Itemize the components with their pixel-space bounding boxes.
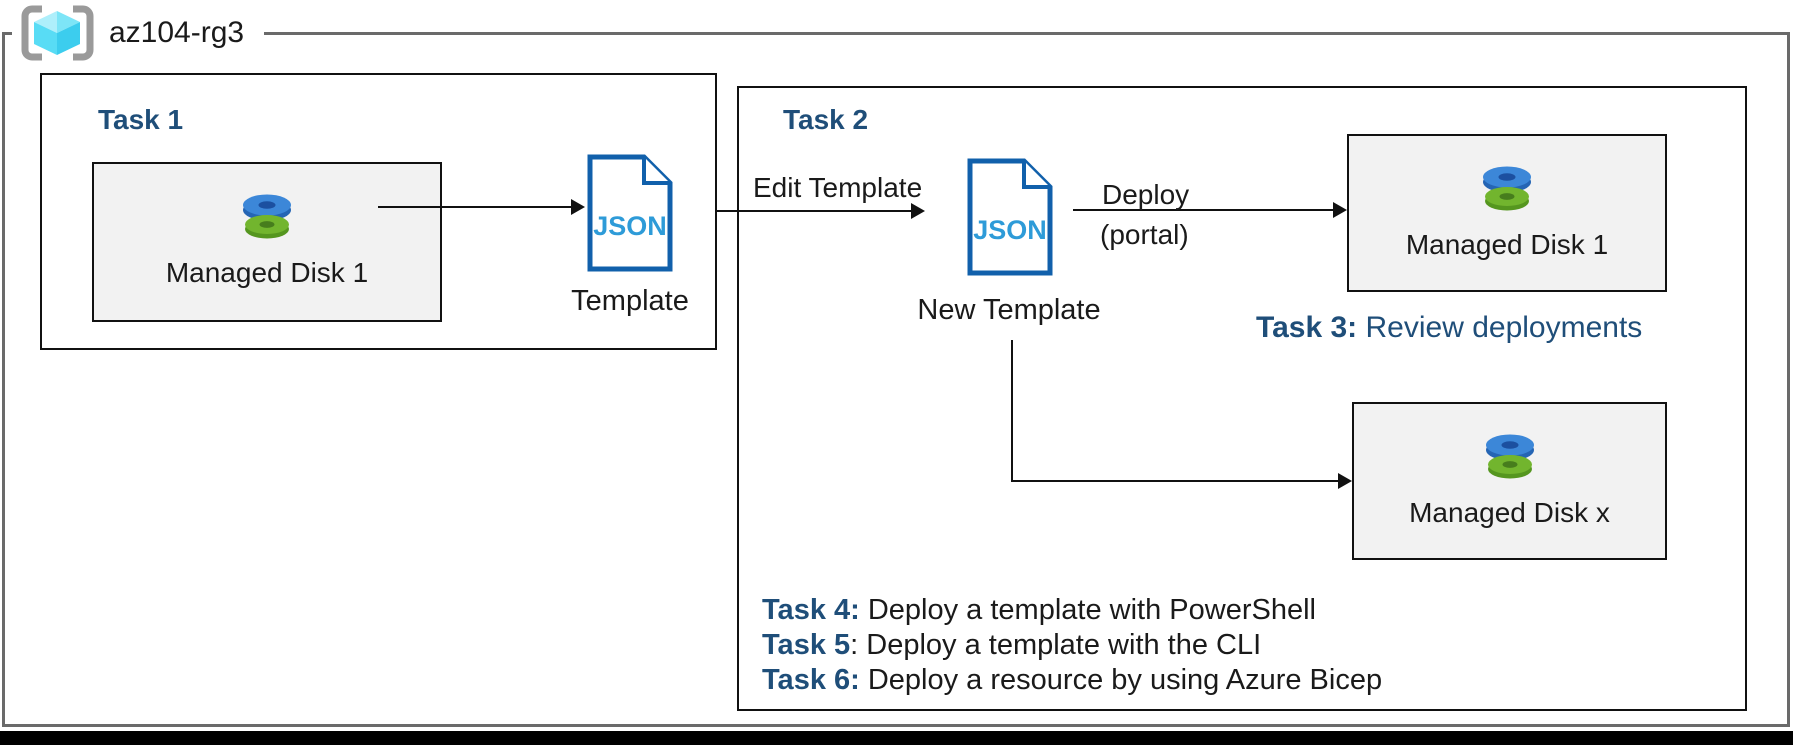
task3-rest: Review deployments: [1357, 311, 1643, 344]
managed-disk-x-label: Managed Disk x: [1409, 497, 1610, 528]
task4-bold: Task 4:: [762, 594, 860, 626]
arrowhead-disk-to-template: [571, 199, 585, 215]
managed-disk-1-box-task2: Managed Disk 1: [1347, 134, 1667, 292]
resource-group-border: [2, 32, 1790, 727]
template-caption: Template: [571, 285, 689, 317]
task5-rest: : Deploy a template with the CLI: [850, 629, 1262, 661]
task2-heading: Task 2: [783, 104, 869, 135]
task6-line: Task 6: Deploy a resource by using Azure…: [762, 663, 1382, 698]
resource-group-label: az104-rg3: [12, 2, 265, 64]
task5-bold: Task 5: [762, 629, 851, 661]
arrowhead-deploy-portal: [1333, 202, 1347, 218]
managed-disk-x-box: Managed Disk x: [1352, 402, 1667, 560]
task1-heading: Task 1: [98, 104, 184, 135]
task4-rest: Deploy a template with PowerShell: [859, 594, 1316, 626]
managed-disk-icon: [243, 194, 291, 239]
task3-caption: Task 3: Review deployments: [1256, 311, 1642, 345]
arrow-disk-to-template: [378, 206, 574, 208]
json-icon-text: JSON: [973, 215, 1047, 245]
managed-disk-1-label: Managed Disk 1: [165, 257, 369, 288]
json-file-icon: JSON: [587, 154, 673, 272]
arrow-deploy-portal: [1073, 209, 1335, 211]
resource-group-name: az104-rg3: [109, 16, 245, 49]
arrowhead-edit-template: [911, 203, 925, 219]
managed-disk-icon: [1483, 166, 1531, 211]
deploy-portal-label: (portal): [1100, 219, 1189, 250]
json-icon-text: JSON: [593, 211, 667, 241]
arrowhead-to-disk-x: [1338, 473, 1352, 489]
task5-line: Task 5: Deploy a template with the CLI: [762, 628, 1382, 663]
connector-vertical: [1011, 340, 1013, 482]
tasks-list: Task 4: Deploy a template with PowerShel…: [762, 593, 1382, 698]
managed-disk-1-right-label: Managed Disk 1: [1405, 229, 1609, 260]
arrow-edit-template: [717, 210, 913, 212]
connector-horizontal: [1011, 480, 1338, 482]
bottom-black-bar: [0, 731, 1793, 745]
resource-group-icon: [21, 5, 94, 61]
managed-disk-icon: [1485, 434, 1534, 479]
deploy-label: Deploy: [1102, 179, 1190, 210]
task6-bold: Task 6:: [762, 664, 860, 696]
new-template-caption: New Template: [917, 294, 1101, 326]
task4-line: Task 4: Deploy a template with PowerShel…: [762, 593, 1382, 628]
json-file-icon: JSON: [967, 158, 1053, 276]
task6-rest: Deploy a resource by using Azure Bicep: [859, 664, 1383, 696]
task3-bold: Task 3:: [1256, 311, 1358, 344]
managed-disk-1-box-task1: Managed Disk 1: [92, 162, 442, 322]
edit-template-label: Edit Template: [753, 172, 923, 203]
